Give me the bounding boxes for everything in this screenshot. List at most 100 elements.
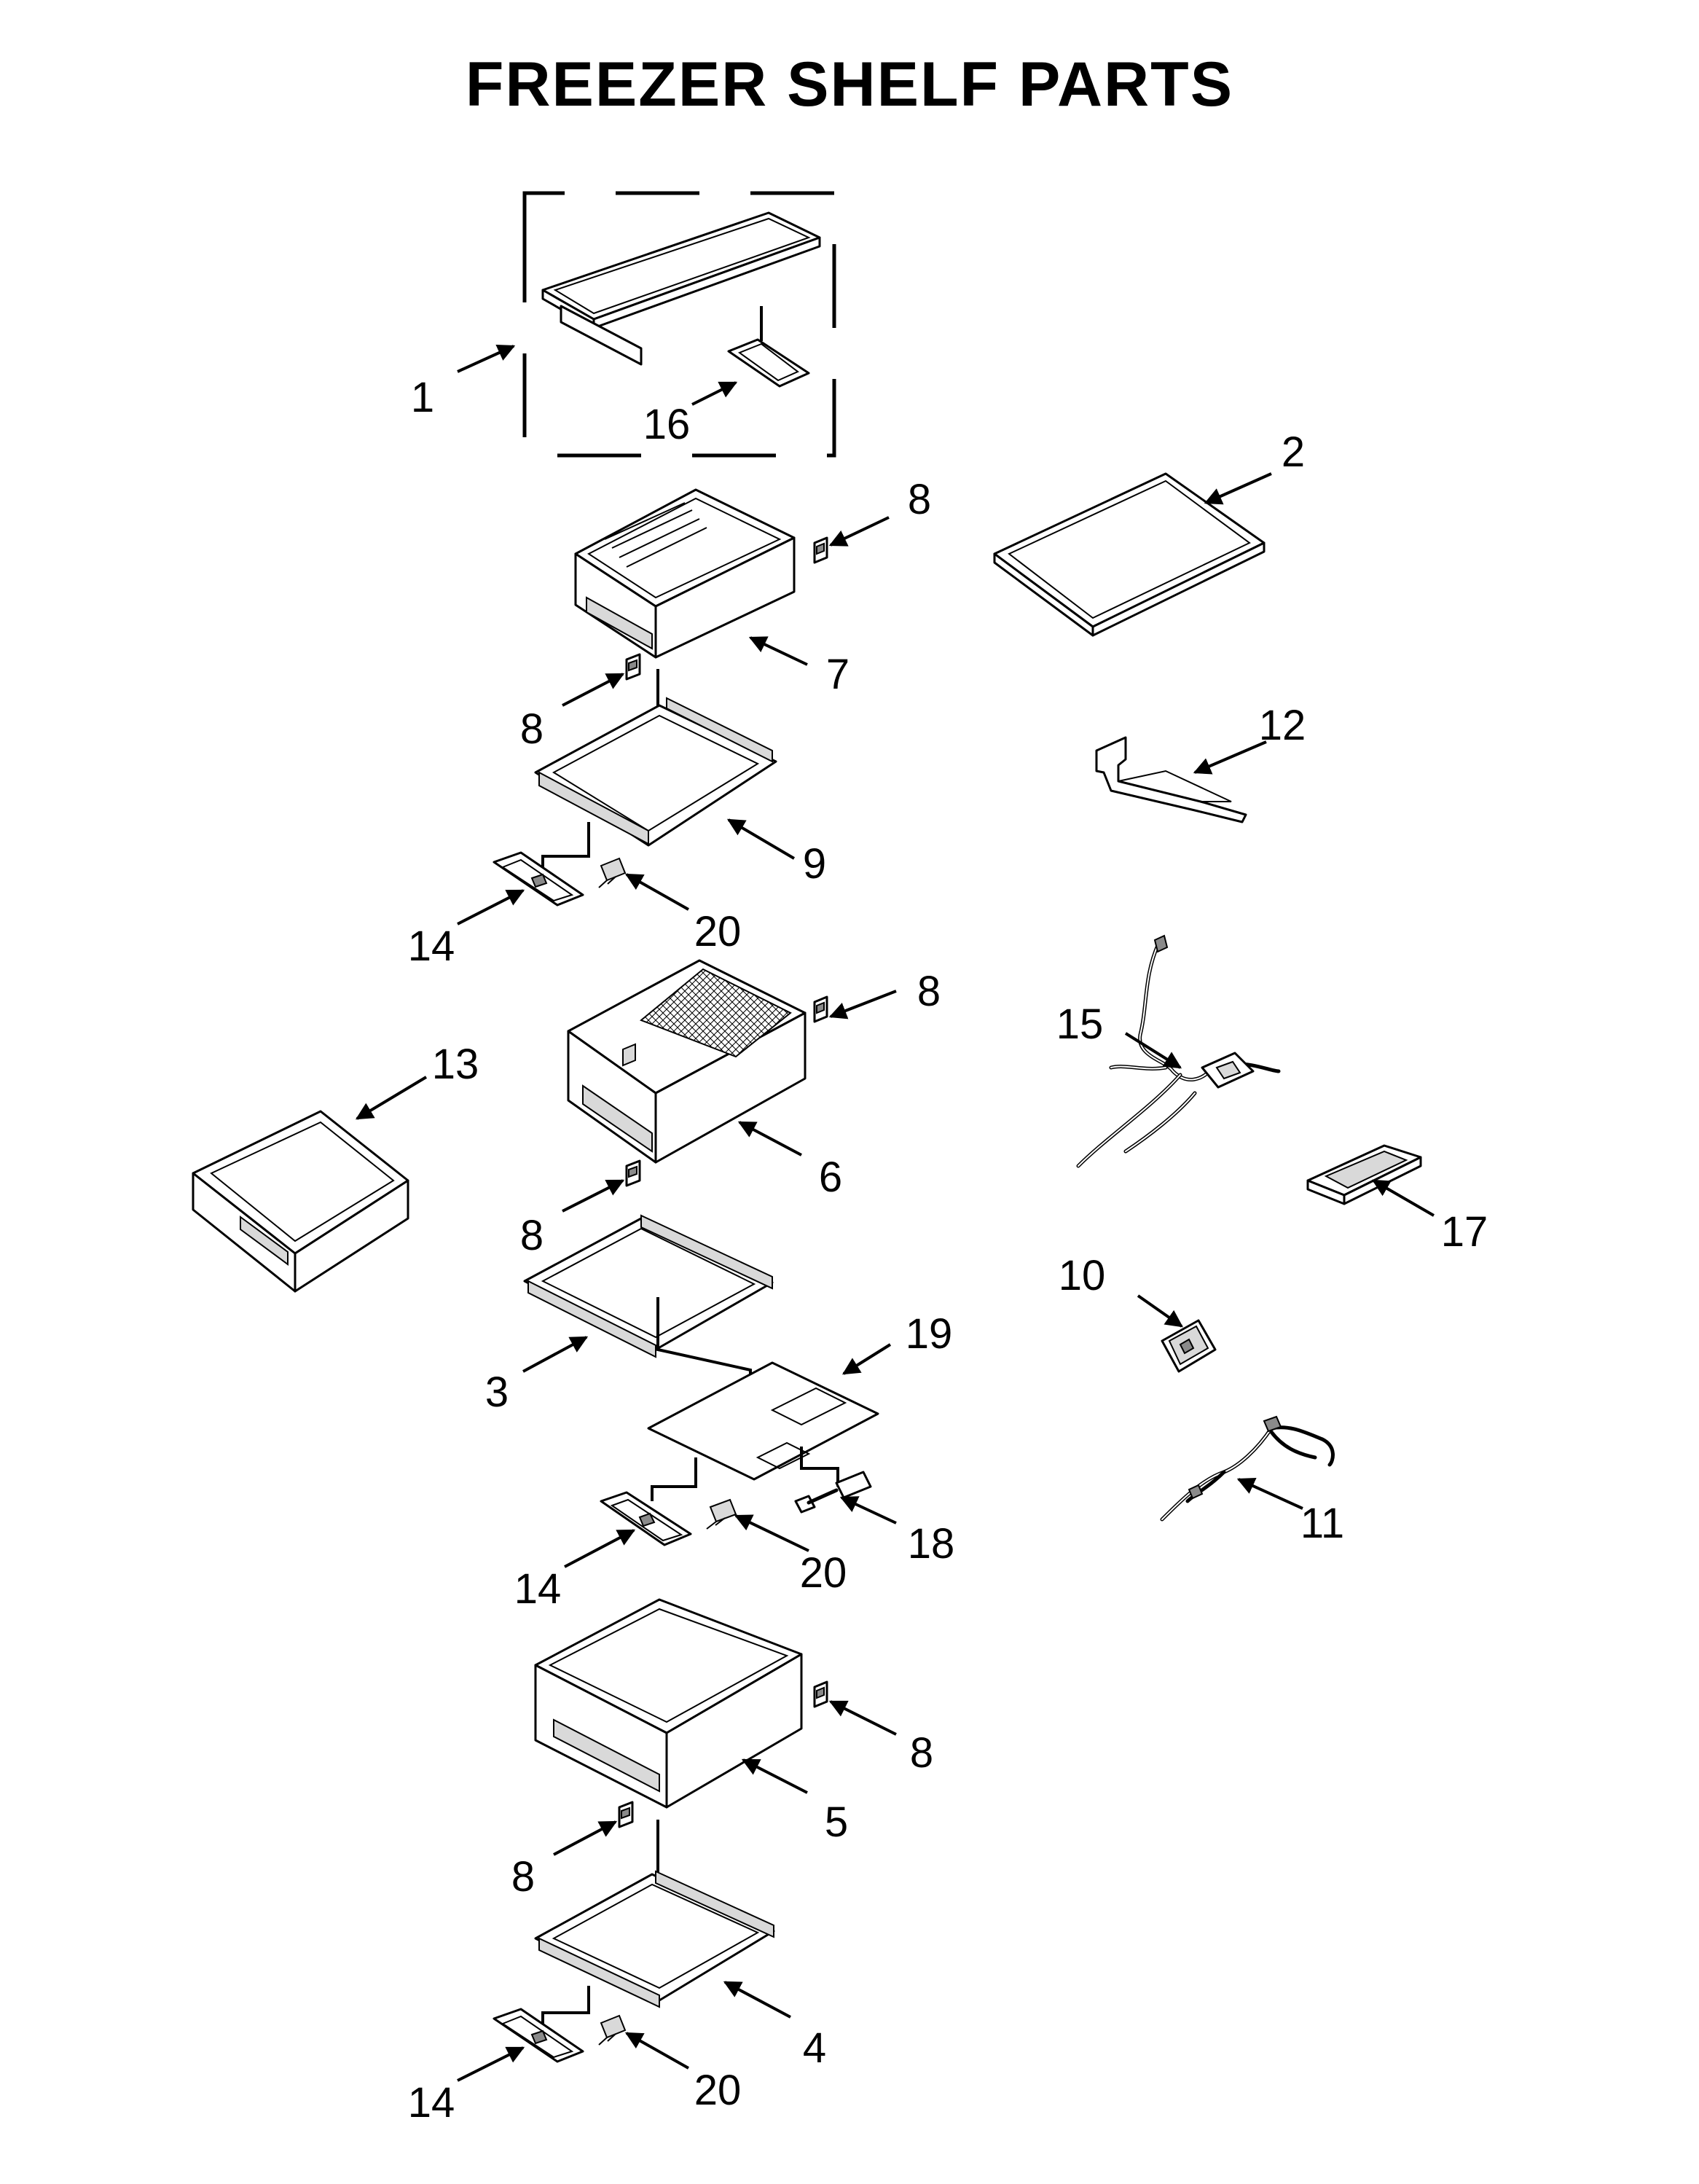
part-12-bracket bbox=[1095, 736, 1247, 823]
part-6-middle-drawer bbox=[567, 959, 807, 1164]
callout-6: 6 bbox=[819, 1154, 842, 1201]
harness-15-module-port bbox=[1215, 1060, 1241, 1080]
shelf-2-glass bbox=[993, 472, 1266, 628]
clip-tab bbox=[628, 1165, 637, 1178]
drawer-5-inner-rim bbox=[548, 1608, 789, 1723]
clip-tab bbox=[628, 659, 637, 672]
leader-20c bbox=[624, 2032, 689, 2070]
callout-14c: 14 bbox=[408, 2079, 455, 2126]
leader-18 bbox=[839, 1496, 897, 1525]
frame-4-rail-front bbox=[538, 1937, 660, 2008]
connector-wire bbox=[807, 1488, 839, 1505]
part-17-light bbox=[1306, 1144, 1422, 1205]
leader-4 bbox=[723, 1981, 791, 2019]
axis-19-to-18 bbox=[800, 1447, 839, 1487]
bracket-slot bbox=[530, 2030, 548, 2045]
page-title: FREEZER SHELF PARTS bbox=[466, 50, 1233, 120]
callout-8d: 8 bbox=[520, 1212, 544, 1259]
part-9-slide-frame bbox=[534, 697, 777, 847]
harness-15-main-inner bbox=[1139, 943, 1210, 1081]
bracket-slot bbox=[530, 873, 548, 888]
clip-tab bbox=[816, 1686, 825, 1699]
part-20-screw-3 bbox=[598, 2014, 627, 2046]
part-3-slide-frame bbox=[523, 1214, 774, 1358]
leader-10 bbox=[1137, 1294, 1183, 1328]
leader-1 bbox=[457, 345, 516, 373]
callout-3: 3 bbox=[485, 1369, 509, 1416]
screw-thread bbox=[706, 1517, 726, 1530]
frame-3-plate bbox=[523, 1217, 774, 1351]
shelf-2-side-edge bbox=[1091, 541, 1266, 637]
callout-20c: 20 bbox=[694, 2067, 742, 2114]
leader-6 bbox=[737, 1121, 802, 1156]
harness-15-branch-c bbox=[1123, 1091, 1197, 1154]
drawer-7-side bbox=[654, 536, 796, 659]
drawer-5-side bbox=[665, 1653, 803, 1809]
leader-14b bbox=[564, 1529, 636, 1568]
drawer-5-handle bbox=[553, 1718, 660, 1793]
harness-11-branch-c bbox=[1185, 1470, 1226, 1503]
harness-11-branch-a bbox=[1269, 1425, 1335, 1467]
plate-19-notch bbox=[756, 1441, 811, 1470]
leader-15 bbox=[1124, 1032, 1182, 1069]
callout-20a: 20 bbox=[694, 908, 742, 955]
part-18-connector bbox=[794, 1471, 872, 1514]
clip-tab bbox=[621, 1807, 630, 1820]
leader-19 bbox=[841, 1343, 892, 1375]
drawer-7-handle bbox=[586, 596, 653, 650]
part-19-cover-plate bbox=[647, 1361, 879, 1481]
screw-thread bbox=[598, 2033, 616, 2046]
part-8-clip-6 bbox=[618, 1801, 634, 1828]
shelf-2-inner bbox=[1008, 480, 1251, 619]
frame-4-plate bbox=[534, 1873, 775, 2002]
connector-plug bbox=[794, 1495, 816, 1514]
screw-head bbox=[600, 857, 627, 882]
plate-19-cutout bbox=[770, 1387, 847, 1426]
part-20-screw-2 bbox=[706, 1498, 737, 1530]
screw-head bbox=[600, 2014, 627, 2039]
callout-12: 12 bbox=[1259, 702, 1306, 749]
bin-13-inner-rim bbox=[210, 1121, 395, 1242]
screw-thread bbox=[598, 876, 616, 888]
leader-9 bbox=[726, 818, 796, 860]
bracket-inner bbox=[610, 1498, 683, 1542]
frame-3-inner bbox=[541, 1227, 756, 1339]
leader-20b bbox=[734, 1514, 809, 1552]
axis-9-to-14 bbox=[541, 822, 590, 873]
clip-tab bbox=[816, 1001, 825, 1014]
leader-2 bbox=[1204, 472, 1272, 505]
part-8-clip-4 bbox=[625, 1159, 641, 1187]
leader-7 bbox=[748, 636, 808, 666]
screw-head bbox=[709, 1498, 737, 1523]
shelf-bracket bbox=[560, 305, 643, 366]
callout-17: 17 bbox=[1441, 1208, 1488, 1256]
leader-14a bbox=[457, 889, 525, 925]
part-2-glass-shelf bbox=[993, 472, 1266, 637]
harness-11-connector-b bbox=[1188, 1484, 1204, 1500]
callout-7: 7 bbox=[826, 651, 850, 698]
part-15-wire-harness bbox=[1076, 934, 1281, 1168]
leader-8f bbox=[553, 1820, 618, 1856]
callout-13: 13 bbox=[432, 1041, 479, 1088]
clip-tab bbox=[816, 542, 825, 555]
callout-labels: 1 16 2 8 7 8 12 9 20 14 8 15 13 6 8 17 1… bbox=[408, 374, 1488, 2126]
connector-housing bbox=[835, 1471, 872, 1499]
part-8-clip-5 bbox=[813, 1680, 828, 1708]
callout-1: 1 bbox=[411, 374, 434, 421]
part-14-bracket-2 bbox=[600, 1491, 692, 1546]
axis-19-to-14 bbox=[651, 1457, 697, 1501]
harness-11-connector-a bbox=[1263, 1415, 1282, 1433]
bin-13-side bbox=[294, 1179, 409, 1293]
bracket-inner bbox=[501, 858, 574, 902]
leader-8e bbox=[828, 1700, 897, 1736]
light-17-inner bbox=[1324, 1150, 1408, 1189]
harness-11-branch-b bbox=[1269, 1430, 1317, 1460]
sensor-strip-inner bbox=[737, 343, 799, 382]
harness-15-end-plug bbox=[1153, 934, 1169, 953]
part-4-slide-frame bbox=[534, 1870, 775, 2008]
shelf-glass bbox=[541, 211, 821, 321]
frame-4-rail-right bbox=[655, 1870, 774, 1938]
frame-3-rail-front bbox=[527, 1280, 656, 1358]
callout-2: 2 bbox=[1282, 428, 1305, 476]
